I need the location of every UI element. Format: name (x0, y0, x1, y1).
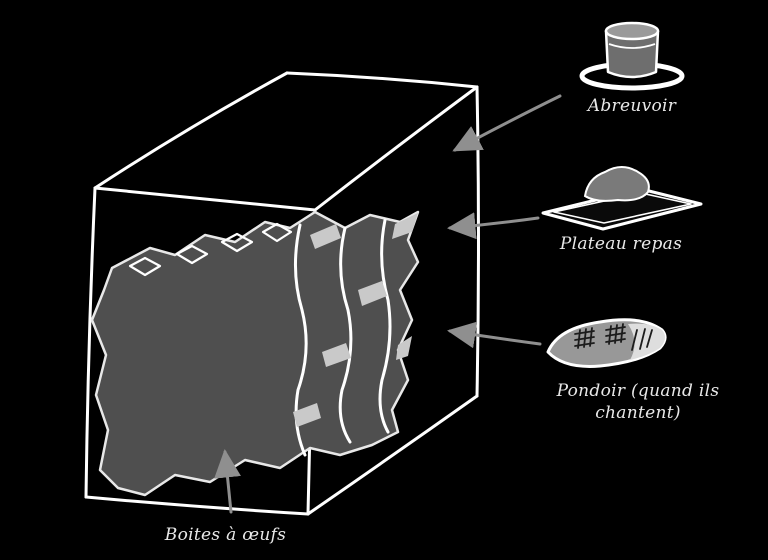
box-edge-left-top (93, 71, 289, 190)
laying-dish-illustration (546, 318, 667, 368)
arrow-abreuvoir-to-box (452, 94, 562, 152)
carton-highlight-patch (293, 403, 321, 427)
egg-cup-diamond (175, 244, 209, 265)
arrow-plateau-to-box (447, 212, 540, 240)
arrow-pondoir-to-box (447, 321, 542, 349)
pondoir-label-line1: Pondoir (quand ils (556, 381, 720, 401)
carton-highlight-patch (310, 224, 341, 249)
laying-dish-highlight (628, 323, 666, 360)
water-dispenser-illustration (579, 21, 685, 91)
food-tray-illustration (541, 166, 703, 231)
boites-a-oeufs-label: Boites à œufs (164, 525, 287, 545)
abreuvoir-label: Abreuvoir (587, 96, 677, 116)
box-edge-right-back-vertical (475, 85, 480, 398)
food-mound (583, 166, 650, 202)
water-dispenser-rim (604, 21, 660, 41)
arrow-boites-to-cartons (214, 449, 241, 514)
laying-dish-hatch (631, 328, 653, 351)
carton-highlight-patch (322, 343, 351, 367)
box-edge-front-top (93, 186, 317, 212)
laying-dish-hatch (608, 323, 624, 345)
box-edge-front-bottom (84, 495, 310, 516)
water-level-line (608, 43, 656, 49)
box-edge-front-left-vertical (84, 186, 97, 499)
egg-carton-blob (90, 210, 420, 497)
carton-highlight-patch (392, 213, 418, 239)
water-dispenser-cylinder (604, 29, 660, 79)
pondoir-label: Pondoir (quand ils chantent) (540, 380, 736, 424)
box-edge-bottom-right-depth (306, 394, 479, 516)
carton-fold-line (338, 226, 353, 444)
egg-cup-diamond (128, 256, 162, 277)
box-edge-back-top (285, 71, 479, 89)
carton-highlight-patch (358, 281, 387, 306)
plateau-repas-label: Plateau repas (559, 234, 683, 254)
egg-cup-diamond (261, 222, 293, 243)
egg-cup-diamond (220, 232, 254, 253)
laying-dish-hatch (577, 327, 593, 349)
carton-highlight-patch (396, 336, 412, 360)
egg-cartons-illustration (90, 210, 420, 497)
pondoir-label-line2: chantent) (595, 403, 681, 423)
box-edge-top-right-depth (313, 85, 479, 212)
carton-fold-line (378, 218, 392, 434)
